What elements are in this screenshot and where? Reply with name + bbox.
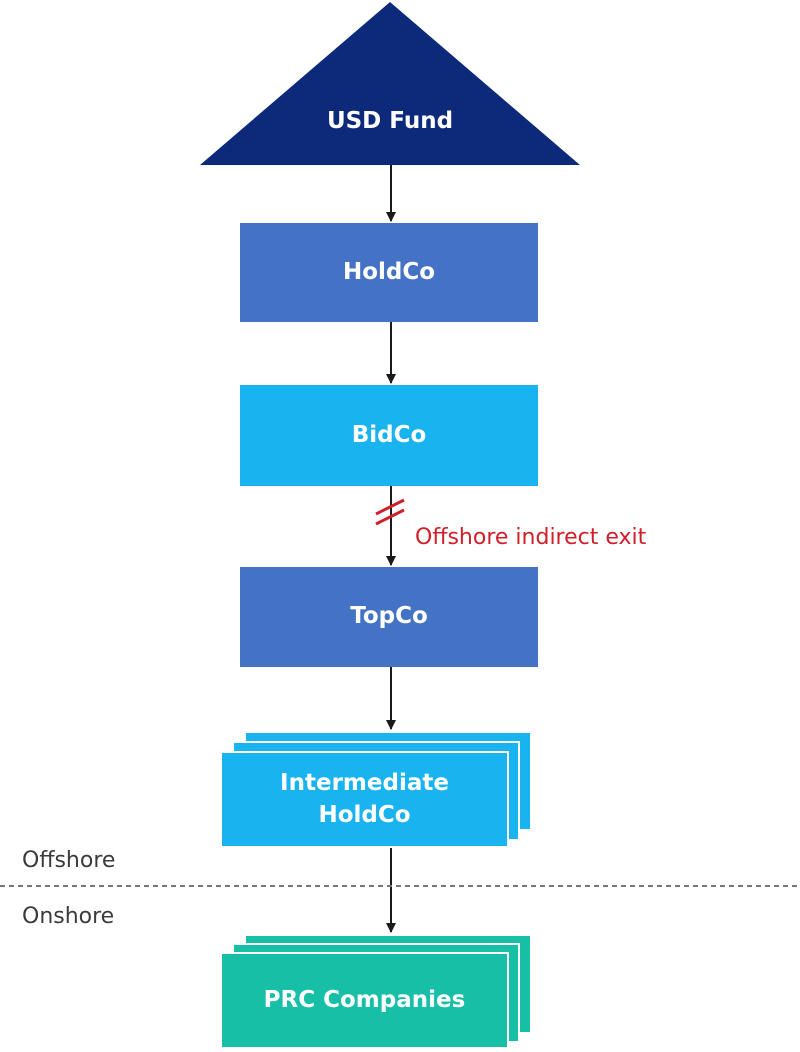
bidco-label: BidCo bbox=[351, 421, 427, 448]
prc-companies-box: PRC Companies bbox=[220, 952, 509, 1049]
exit-break-marker bbox=[375, 498, 405, 526]
bidco-box: BidCo bbox=[240, 385, 538, 486]
holdco-label: HoldCo bbox=[342, 258, 436, 285]
fund-triangle bbox=[200, 2, 580, 165]
fund-label: USD Fund bbox=[326, 108, 454, 134]
topco-label: TopCo bbox=[350, 603, 428, 630]
offshore-label: Offshore bbox=[22, 848, 116, 873]
intermediate-holdco-box: Intermediate HoldCo bbox=[220, 751, 509, 848]
intermediate-holdco-label: Intermediate HoldCo bbox=[280, 770, 449, 828]
holdco-box: HoldCo bbox=[240, 223, 538, 322]
onshore-label: Onshore bbox=[22, 904, 115, 929]
topco-box: TopCo bbox=[240, 567, 538, 667]
exit-annotation: Offshore indirect exit bbox=[415, 525, 647, 550]
prc-companies-label: PRC Companies bbox=[263, 986, 466, 1013]
